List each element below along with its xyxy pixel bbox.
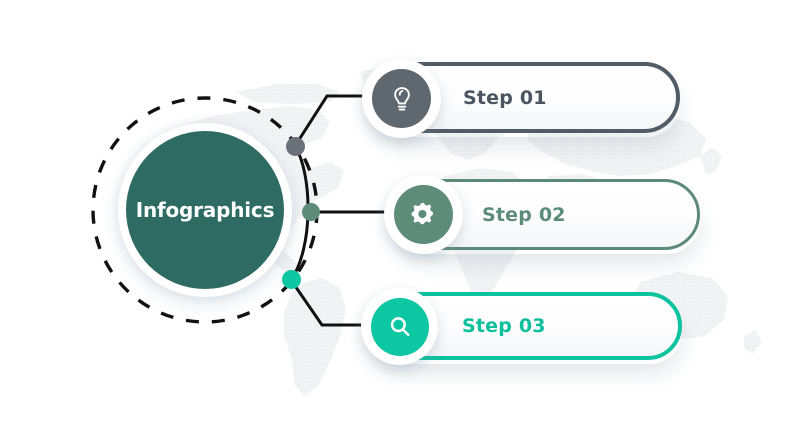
step-01-icon-badge[interactable] (362, 59, 441, 138)
lightbulb-icon (393, 86, 410, 110)
search-icon (390, 316, 409, 336)
step-02-icon-disc (394, 185, 453, 244)
step-02-label: Step 02 (482, 203, 566, 226)
step-02-card[interactable]: Step 02 (384, 175, 700, 254)
hub-circle: Infographics (126, 131, 284, 289)
step-01-label: Step 01 (463, 86, 547, 109)
node-step-02-dot[interactable] (302, 203, 320, 221)
node-step-03-dot[interactable] (282, 270, 301, 289)
step-01-icon-disc (372, 69, 431, 128)
step-03-label: Step 03 (462, 315, 546, 337)
step-03-icon-disc (370, 297, 429, 356)
node-step-01-dot[interactable] (286, 137, 305, 156)
hub-label: Infographics (135, 198, 275, 222)
hub-node[interactable]: Infographics (110, 115, 300, 305)
step-02-icon-badge[interactable] (384, 175, 463, 254)
step-01-card[interactable]: Step 01 (362, 59, 680, 138)
step-03-card[interactable]: Step 03 (361, 288, 682, 365)
step-03-icon-badge[interactable] (361, 288, 438, 365)
gear-icon (411, 202, 433, 225)
